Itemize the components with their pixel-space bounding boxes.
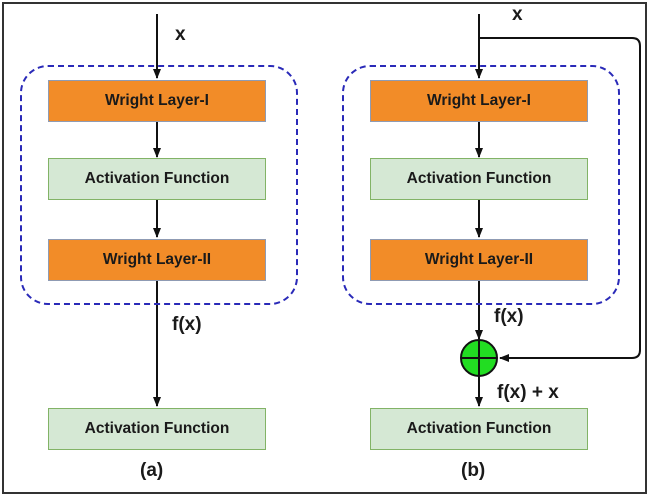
b-sum-label: f(x) + x xyxy=(497,382,559,403)
a-activation-1: Activation Function xyxy=(48,158,266,200)
b-weight-layer-2-label: Wright Layer-II xyxy=(424,251,534,268)
caption-a: (a) xyxy=(140,460,164,481)
b-activation-out-label: Activation Function xyxy=(406,420,552,437)
b-weight-layer-1-label: Wright Layer-I xyxy=(427,92,531,109)
dashed-group-b xyxy=(342,65,620,305)
a-activation-out: Activation Function xyxy=(48,408,266,450)
a-activation-out-label: Activation Function xyxy=(84,420,230,437)
b-input-label: x xyxy=(512,4,523,25)
a-activation-1-label: Activation Function xyxy=(84,170,230,187)
b-weight-layer-2: Wright Layer-II xyxy=(370,239,588,281)
a-weight-layer-1-label: Wright Layer-I xyxy=(105,92,209,109)
b-activation-1-label: Activation Function xyxy=(406,170,552,187)
b-activation-1: Activation Function xyxy=(370,158,588,200)
a-input-label: x xyxy=(175,24,186,45)
a-output-label: f(x) xyxy=(172,314,202,335)
a-weight-layer-1: Wright Layer-I xyxy=(48,80,266,122)
adder-circled-plus-icon xyxy=(460,339,498,377)
b-output-label: f(x) xyxy=(494,306,524,327)
dashed-group-a xyxy=(20,65,298,305)
b-activation-out: Activation Function xyxy=(370,408,588,450)
caption-b: (b) xyxy=(461,460,486,481)
skip-connection-arrow xyxy=(479,37,641,362)
b-weight-layer-1: Wright Layer-I xyxy=(370,80,588,122)
a-weight-layer-2: Wright Layer-II xyxy=(48,239,266,281)
a-weight-layer-2-label: Wright Layer-II xyxy=(102,251,212,268)
